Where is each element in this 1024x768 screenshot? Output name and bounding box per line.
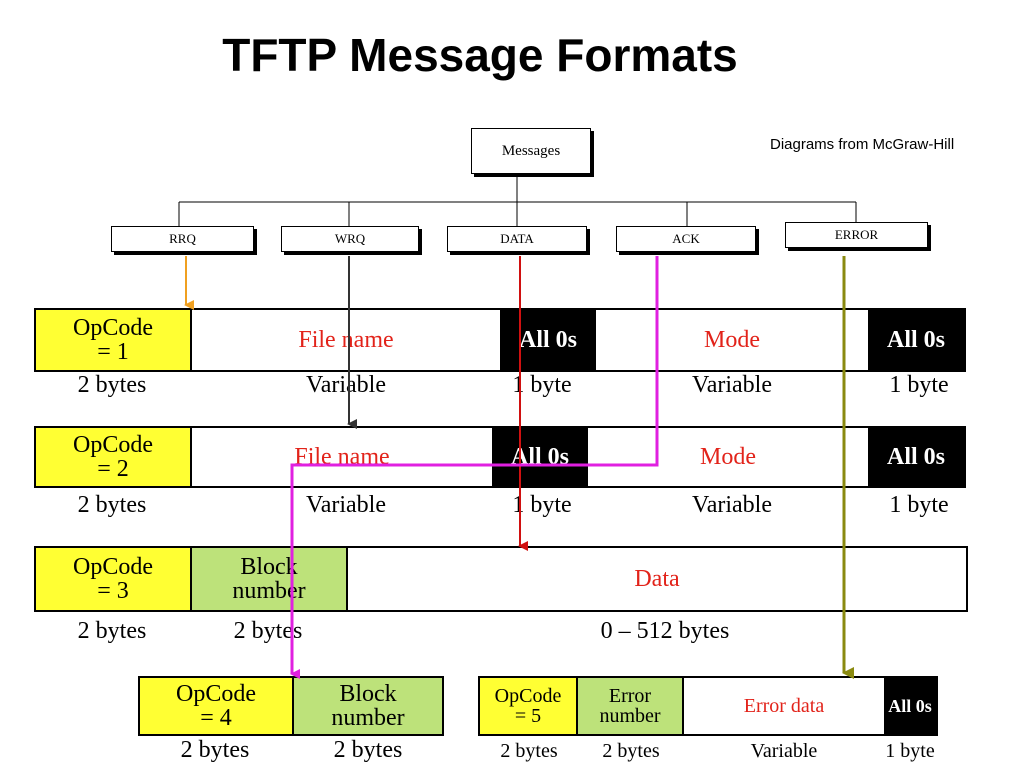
wrq-opcode-field: OpCode = 2 [36,428,192,486]
page-title: TFTP Message Formats [222,29,738,81]
error-size-zero: 1 byte [885,740,935,762]
node-messages: Messages [471,128,591,174]
ack-size-opcode: 2 bytes [180,737,250,763]
ack-arrow [290,256,659,679]
error-opcode-field: OpCode = 5 [480,678,578,734]
wrq-zero-field-2: All 0s [868,428,964,486]
wrq-size-filename: Variable [306,492,386,518]
error-size-number: 2 bytes [602,740,660,762]
node-data: DATA [447,226,587,252]
error-data-field: Error data [684,678,884,734]
rrq-size-opcode: 2 bytes [77,372,147,398]
wrq-mode-field: Mode [588,428,868,486]
data-payload-field: Data [348,548,966,610]
rrq-format-row: OpCode = 1 File name All 0s Mode All 0s [34,308,966,372]
data-block-number-field: Block number [192,548,348,610]
node-ack: ACK [616,226,756,252]
rrq-size-mode: Variable [692,372,772,398]
wrq-size-zero-2: 1 byte [889,492,949,518]
ack-size-block: 2 bytes [333,737,403,763]
rrq-size-filename: Variable [306,372,386,398]
rrq-filename-field: File name [192,310,500,370]
wrq-filename-field: File name [192,428,492,486]
ack-opcode-field: OpCode = 4 [140,678,294,734]
rrq-zero-field-1: All 0s [500,310,596,370]
data-opcode-field: OpCode = 3 [36,548,192,610]
data-size-payload: 0 – 512 bytes [600,618,730,644]
error-size-data: Variable [750,740,818,762]
rrq-opcode-field: OpCode = 1 [36,310,192,370]
error-size-opcode: 2 bytes [500,740,558,762]
error-zero-field: All 0s [884,678,936,734]
ack-block-number-field: Block number [294,678,442,734]
wrq-size-opcode: 2 bytes [77,492,147,518]
error-format-row: OpCode = 5 Error number Error data All 0… [478,676,938,736]
rrq-size-zero-1: 1 byte [512,372,572,398]
rrq-size-zero-2: 1 byte [889,372,949,398]
error-number-field: Error number [578,678,684,734]
node-wrq: WRQ [281,226,419,252]
wrq-size-zero-1: 1 byte [512,492,572,518]
data-format-row: OpCode = 3 Block number Data [34,546,968,612]
rrq-mode-field: Mode [596,310,868,370]
credit-note: Diagrams from McGraw-Hill [770,136,955,153]
rrq-zero-field-2: All 0s [868,310,964,370]
node-rrq: RRQ [111,226,254,252]
data-size-opcode: 2 bytes [77,618,147,644]
node-error: ERROR [785,222,928,248]
ack-format-row: OpCode = 4 Block number [138,676,444,736]
wrq-size-mode: Variable [692,492,772,518]
